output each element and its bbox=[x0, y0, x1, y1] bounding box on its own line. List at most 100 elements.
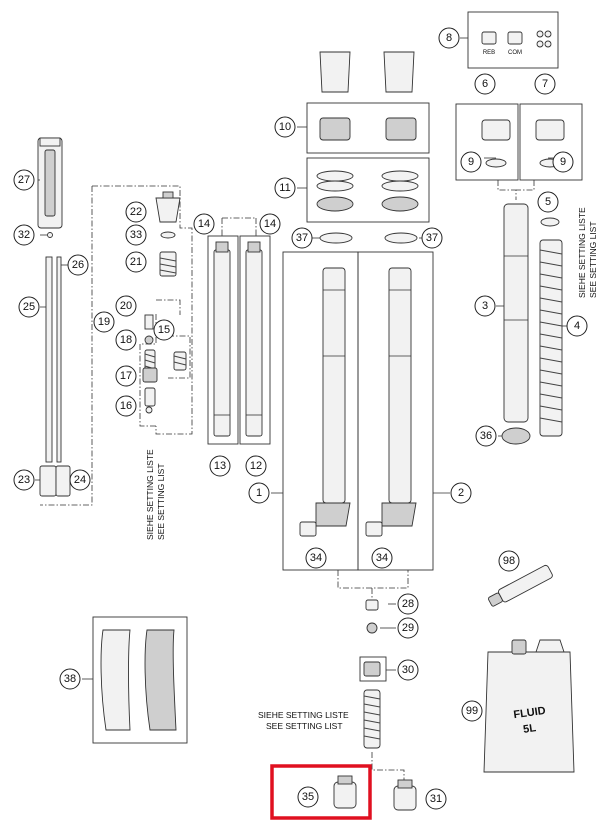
svg-text:35: 35 bbox=[302, 791, 314, 803]
bottom-valve-31 bbox=[393, 779, 417, 811]
o-ring-37-right bbox=[384, 232, 418, 244]
svg-text:22: 22 bbox=[130, 206, 142, 218]
spring-4 bbox=[539, 239, 563, 437]
svg-text:17: 17 bbox=[120, 370, 132, 382]
spring-21 bbox=[159, 251, 177, 277]
callout-12: 12 bbox=[245, 455, 267, 477]
bolt-28 bbox=[365, 599, 379, 611]
svg-text:18: 18 bbox=[120, 334, 132, 346]
adjuster-label-com: COM bbox=[508, 50, 522, 56]
nut-36 bbox=[501, 427, 531, 445]
valve-box-30 bbox=[359, 656, 387, 682]
svg-text:31: 31 bbox=[430, 793, 442, 805]
cap-link-7 bbox=[516, 180, 535, 191]
svg-text:19: 19 bbox=[98, 316, 110, 328]
callout-8: 8 bbox=[438, 27, 460, 49]
callout-20: 20 bbox=[115, 295, 137, 317]
svg-text:5: 5 bbox=[545, 196, 551, 208]
bottom-valve-35 bbox=[333, 775, 357, 809]
callout-21: 21 bbox=[125, 251, 147, 273]
cap-link-6 bbox=[497, 180, 517, 200]
outer-tube-2 bbox=[365, 267, 417, 537]
svg-text:10: 10 bbox=[279, 121, 291, 133]
svg-text:36: 36 bbox=[480, 430, 492, 442]
callout-4: 4 bbox=[566, 315, 588, 337]
svg-text:98: 98 bbox=[503, 555, 515, 567]
setting-note-bottom: SIEHE SETTING LISTE SEE SETTING LIST bbox=[258, 710, 349, 731]
fluid-can-99: FLUID 5L bbox=[483, 639, 575, 773]
svg-text:28: 28 bbox=[402, 598, 414, 610]
svg-text:4: 4 bbox=[574, 320, 580, 332]
callout-13: 13 bbox=[209, 455, 231, 477]
fluid-can-label-line1: FLUID bbox=[513, 705, 547, 721]
piston-22 bbox=[155, 191, 181, 223]
callout-37-right: 37 bbox=[421, 227, 443, 249]
svg-text:9: 9 bbox=[560, 156, 566, 168]
top-cap-7 bbox=[535, 119, 565, 168]
spring-stack bbox=[363, 689, 381, 749]
callout-9-right: 9 bbox=[552, 151, 574, 173]
callout-37-left: 37 bbox=[291, 227, 313, 249]
svg-text:6: 6 bbox=[482, 78, 488, 90]
fluid-can-label-line2: 5L bbox=[522, 722, 537, 736]
callout-6: 6 bbox=[474, 73, 496, 95]
svg-text:27: 27 bbox=[18, 174, 30, 186]
setting-note-cartridge: SIEHE SETTING LISTE SEE SETTING LIST bbox=[145, 449, 166, 540]
callout-3: 3 bbox=[474, 295, 496, 317]
setting-note-bottom-de: SIEHE SETTING LISTE bbox=[258, 710, 349, 720]
adjuster-label-reb: REB bbox=[483, 50, 495, 56]
tube-box-13 bbox=[207, 235, 239, 445]
callout-26: 26 bbox=[67, 254, 89, 276]
callout-29: 29 bbox=[397, 617, 419, 639]
damping-rod-25 bbox=[39, 256, 71, 497]
svg-text:2: 2 bbox=[458, 487, 464, 499]
callout-17: 17 bbox=[115, 365, 137, 387]
callout-10: 10 bbox=[274, 116, 296, 138]
svg-text:25: 25 bbox=[23, 301, 35, 313]
callout-15: 15 bbox=[153, 319, 175, 341]
svg-text:12: 12 bbox=[250, 460, 262, 472]
svg-text:34: 34 bbox=[310, 552, 322, 564]
svg-text:21: 21 bbox=[130, 256, 142, 268]
o-ring-32 bbox=[47, 232, 53, 238]
callout-9-left: 9 bbox=[460, 151, 482, 173]
inner-tube-3 bbox=[503, 203, 529, 423]
callout-11: 11 bbox=[274, 177, 296, 199]
cartridge-tube-12 bbox=[245, 241, 263, 437]
callout-19: 19 bbox=[93, 311, 115, 333]
setting-note-spring-de: SIEHE SETTING LISTE bbox=[577, 207, 587, 298]
grease-tube-98 bbox=[488, 564, 553, 607]
cap-box-10 bbox=[306, 102, 430, 154]
svg-text:37: 37 bbox=[426, 232, 438, 244]
callout-22: 22 bbox=[125, 201, 147, 223]
top-cap-6 bbox=[481, 119, 511, 168]
callout-18: 18 bbox=[115, 329, 137, 351]
outer-tube-box-2 bbox=[357, 251, 434, 571]
svg-text:29: 29 bbox=[402, 622, 414, 634]
svg-text:11: 11 bbox=[279, 182, 290, 194]
svg-text:1: 1 bbox=[256, 487, 262, 499]
mid-valve-frame-right bbox=[168, 335, 191, 379]
adjusters-8 bbox=[481, 30, 552, 48]
callout-5: 5 bbox=[537, 191, 559, 213]
svg-text:33: 33 bbox=[130, 229, 142, 241]
svg-text:13: 13 bbox=[214, 460, 226, 472]
setting-note-spring: SIEHE SETTING LISTE SEE SETTING LIST bbox=[577, 207, 598, 298]
cartridge-tube-13 bbox=[213, 241, 231, 437]
svg-text:26: 26 bbox=[72, 259, 84, 271]
svg-text:9: 9 bbox=[468, 156, 474, 168]
callout-33: 33 bbox=[125, 224, 147, 246]
callout-7: 7 bbox=[534, 73, 556, 95]
bushings-11 bbox=[316, 170, 419, 212]
callout-34-left: 34 bbox=[305, 547, 327, 569]
callout-31: 31 bbox=[425, 788, 447, 810]
svg-text:15: 15 bbox=[158, 324, 170, 336]
tube-box-12 bbox=[239, 235, 271, 445]
callout-34-right: 34 bbox=[371, 547, 393, 569]
cartridge-frame-lower bbox=[40, 186, 93, 506]
cartridge-frame bbox=[92, 185, 193, 435]
ring-29 bbox=[366, 622, 378, 634]
setting-note-bottom-en: SEE SETTING LIST bbox=[266, 721, 343, 731]
svg-text:34: 34 bbox=[376, 552, 388, 564]
